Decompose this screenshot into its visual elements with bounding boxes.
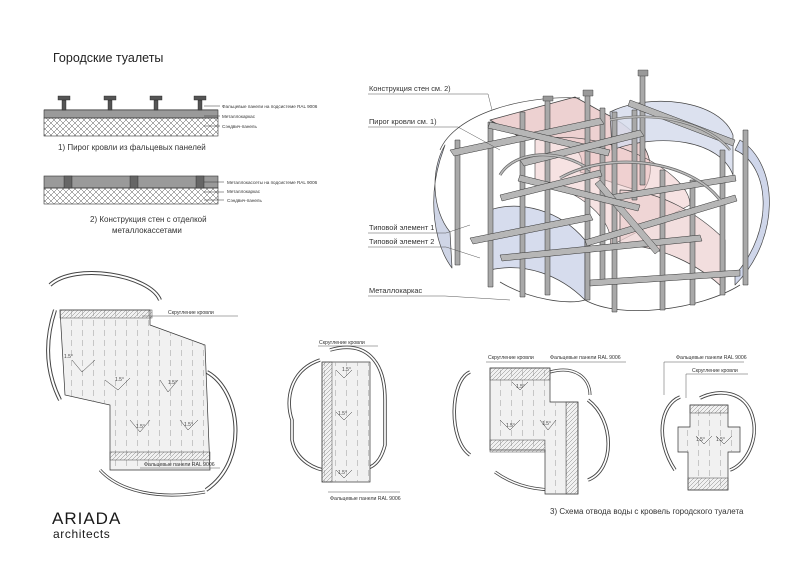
wall-detail-caption-2: металлокассетами <box>112 226 182 235</box>
svg-text:1.5°: 1.5° <box>64 354 73 360</box>
svg-text:1.5°: 1.5° <box>506 423 515 429</box>
svg-text:1.5°: 1.5° <box>338 470 347 476</box>
roof-plan-c: 1.5° 1.5° 1.5° <box>452 361 626 495</box>
plan-d-panel-label: Фальцевые панели RAL 9006 <box>676 355 747 361</box>
axo-label-frame: Металлокаркас <box>369 286 422 295</box>
roof-layer-1: Фальцевые панели на подсистеме RAL 9006 <box>222 104 318 109</box>
axo-label-element-1: Типовой элемент 1 <box>369 223 434 232</box>
roof-plan-large: 1.5° 1.5° 1.5° 1.5° 1.5° <box>46 271 238 497</box>
plan-a-panel-label: Фальцевые панели RAL 9006 <box>144 462 215 468</box>
plan-a-round-label: Скругление кровли <box>168 310 214 316</box>
svg-text:1.5°: 1.5° <box>168 380 177 386</box>
svg-text:1.5°: 1.5° <box>696 437 705 443</box>
brand-subtitle: architects <box>53 527 110 541</box>
svg-text:1.5°: 1.5° <box>184 422 193 428</box>
plan-c-round-label: Скругление кровли <box>488 355 534 361</box>
svg-text:1.5°: 1.5° <box>542 421 551 427</box>
wall-layer-3: Сэндвич-панель <box>227 198 262 203</box>
svg-text:1.5°: 1.5° <box>338 411 347 417</box>
wall-layer-2: Металлокаркас <box>227 189 261 194</box>
svg-text:1.5°: 1.5° <box>136 424 145 430</box>
svg-text:1.5°: 1.5° <box>342 367 351 373</box>
svg-text:1.5°: 1.5° <box>516 384 525 390</box>
wall-section-detail <box>43 175 224 205</box>
plan-b-round-label: Скругление кровли <box>319 340 365 346</box>
roof-section-detail <box>43 95 220 137</box>
plan-c-panel-label: Фальцевые панели RAL 9006 <box>550 355 621 361</box>
axonometric-frame <box>433 69 770 313</box>
page-title: Городские туалеты <box>53 51 163 65</box>
axo-label-walls: Конструкция стен см. 2) <box>369 84 451 93</box>
axo-leader-lines <box>368 93 511 301</box>
plan-b-panel-label: Фальцевые панели RAL 9006 <box>330 496 401 502</box>
axo-label-element-2: Типовой элемент 2 <box>369 237 434 246</box>
svg-text:1.5°: 1.5° <box>115 377 124 383</box>
svg-text:1.5°: 1.5° <box>716 437 725 443</box>
roof-detail-caption: 1) Пирог кровли из фальцевых панелей <box>58 143 206 152</box>
drainage-caption: 3) Схема отвода воды с кровель городског… <box>550 507 744 516</box>
roof-plan-b: 1.5° 1.5° 1.5° <box>287 345 400 493</box>
brand-name: ARIADA <box>52 509 121 528</box>
wall-detail-caption-1: 2) Конструкция стен с отделкой <box>90 215 207 224</box>
roof-plan-d: 1.5° 1.5° <box>660 361 756 491</box>
axo-label-roof: Пирог кровли см. 1) <box>369 117 437 126</box>
roof-layer-2: Металлокаркас <box>222 114 256 119</box>
plan-d-round-label: Скругление кровли <box>692 368 738 374</box>
wall-layer-1: Металлокассеты на подсистеме RAL 9006 <box>227 180 318 185</box>
roof-layer-3: Сэндвич-панель <box>222 124 257 129</box>
